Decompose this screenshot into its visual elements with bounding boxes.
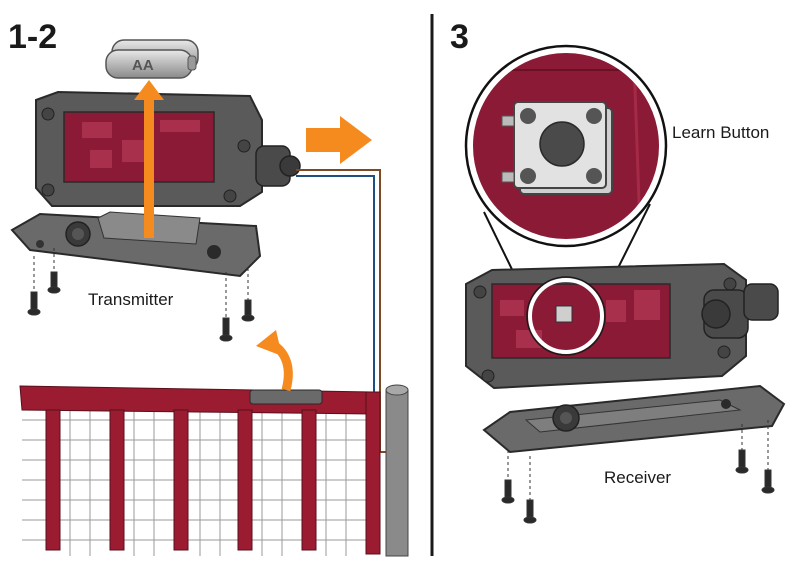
step-label-1-2: 1-2 [8,18,57,56]
right-arrow-icon [306,116,372,164]
gate [19,384,409,557]
transmitter-housing [35,90,301,207]
curved-arrow-icon [256,330,293,392]
transmitter-screws [27,248,255,342]
receiver-base [482,384,786,454]
receiver-housing [465,262,779,390]
up-arrow-icon [134,80,164,238]
aa-batteries: AA [105,39,199,79]
transmitter-base [10,211,262,278]
receiver-label: Receiver [604,468,671,487]
cable [296,169,386,453]
learn-button-highlight [526,276,606,356]
transmitter-label: Transmitter [88,290,174,309]
battery-label: AA [132,57,154,74]
mounted-transmitter [249,389,323,405]
step-label-3: 3 [450,18,469,56]
receiver-screws [501,420,775,524]
learn-button-label: Learn Button [672,123,769,142]
learn-button-zoom [464,44,668,248]
